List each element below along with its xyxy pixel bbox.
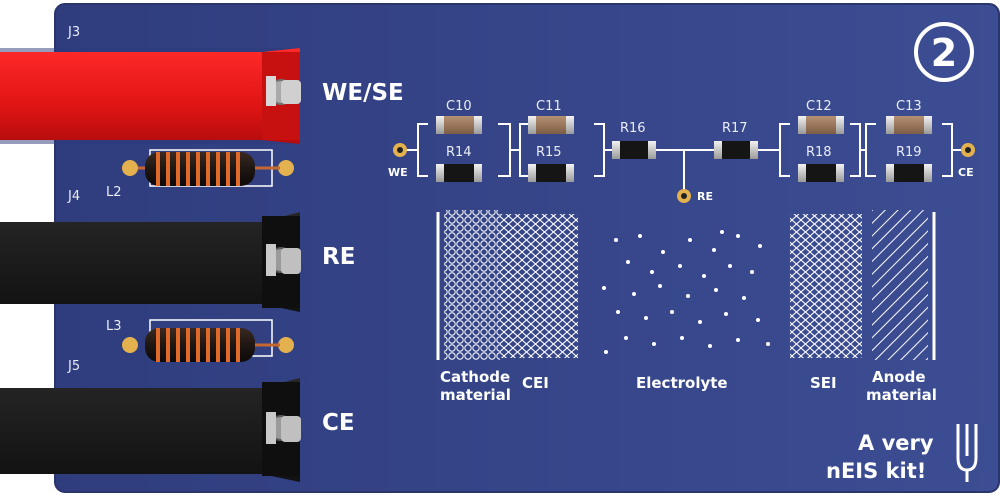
terminal-label-we: WE <box>388 166 408 179</box>
resistor-ref: R15 <box>536 145 562 160</box>
label-anode-line1: Anode <box>872 368 926 386</box>
connector-label-ce: CE <box>322 410 355 436</box>
cell-diagram: Cathode material CEI Electrolyte SEI Ano… <box>436 210 937 404</box>
resistor-ref: R14 <box>446 145 472 160</box>
terminal-we: WE <box>388 143 408 179</box>
capacitor-c11: C11 <box>528 99 574 134</box>
connector-j5: J5 CE <box>0 359 355 482</box>
capacitor-ref: C12 <box>806 99 832 114</box>
resistor-ref: R19 <box>896 145 922 160</box>
capacitor-ref: C13 <box>896 99 922 114</box>
resistor-ref: R17 <box>722 121 748 136</box>
sei-layer <box>790 214 862 358</box>
terminal-label-ce: CE <box>958 166 974 179</box>
connector-j3: J3 WE/SE <box>0 25 404 144</box>
resistor-ref: R18 <box>806 145 832 160</box>
board-number-badge: 2 <box>914 22 974 82</box>
label-cathode-line1: Cathode <box>440 368 510 386</box>
resistor-r18: R18 <box>798 145 844 182</box>
label-anode-line2: material <box>866 386 937 404</box>
inductor-l3: L3 <box>106 319 294 362</box>
cei-layer <box>500 214 578 358</box>
terminal-re: RE <box>677 189 713 203</box>
resistor-r16: R16 <box>612 121 656 159</box>
fork-logo-icon <box>956 424 978 482</box>
electrolyte-ions <box>602 230 770 354</box>
equivalent-circuit <box>400 123 968 196</box>
connector-label-we-se: WE/SE <box>322 80 404 106</box>
inductor-l2: L2 <box>106 149 294 200</box>
capacitor-ref: C11 <box>536 99 562 114</box>
resistor-r14: R14 <box>436 145 482 182</box>
terminal-label-re: RE <box>697 190 713 203</box>
resistor-ref: R16 <box>620 121 646 136</box>
capacitor-c12: C12 <box>798 99 844 134</box>
capacitor-c13: C13 <box>886 99 932 134</box>
cathode-layer <box>444 210 500 360</box>
board-number: 2 <box>931 31 957 75</box>
terminal-ce: CE <box>958 143 975 179</box>
tagline-line2: nEIS kit! <box>826 459 926 483</box>
connector-j4: J4 RE <box>0 189 355 312</box>
connector-ref-j3: J3 <box>67 25 80 40</box>
label-electrolyte: Electrolyte <box>636 374 728 392</box>
resistor-r19: R19 <box>886 145 932 182</box>
capacitor-c10: C10 <box>436 99 482 134</box>
label-sei: SEI <box>810 374 837 392</box>
connector-ref-j4: J4 <box>67 189 80 204</box>
resistor-r17: R17 <box>714 121 758 159</box>
connector-ref-j5: J5 <box>67 359 80 374</box>
inductor-ref-l2: L2 <box>106 185 122 200</box>
label-cei: CEI <box>522 374 549 392</box>
label-cathode-line2: material <box>440 386 511 404</box>
anode-layer <box>872 210 928 360</box>
resistor-r15: R15 <box>528 145 574 182</box>
tagline: A very nEIS kit! <box>826 431 934 483</box>
connector-label-re: RE <box>322 244 355 270</box>
capacitor-ref: C10 <box>446 99 472 114</box>
inductor-ref-l3: L3 <box>106 319 122 334</box>
tagline-line1: A very <box>858 431 934 455</box>
